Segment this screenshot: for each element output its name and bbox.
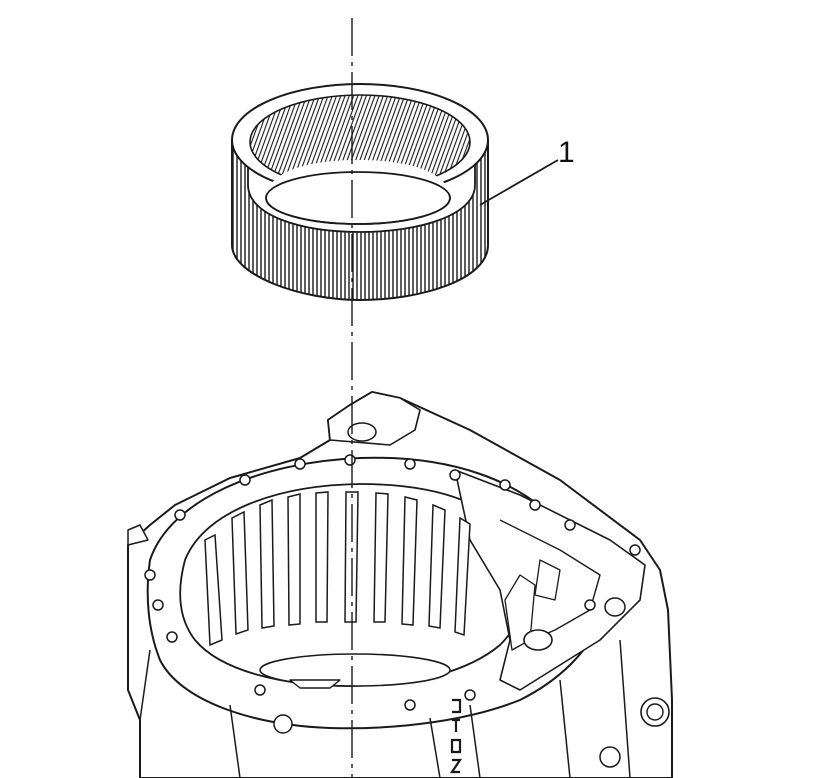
- callout-leader-line: [479, 159, 559, 206]
- ring-gear: [231, 83, 489, 302]
- callout-label-1: 1: [558, 136, 575, 169]
- flange-bolt-holes: [144, 454, 641, 711]
- case-bore-splines: [204, 491, 471, 647]
- case-cast-lettering: [449, 698, 463, 774]
